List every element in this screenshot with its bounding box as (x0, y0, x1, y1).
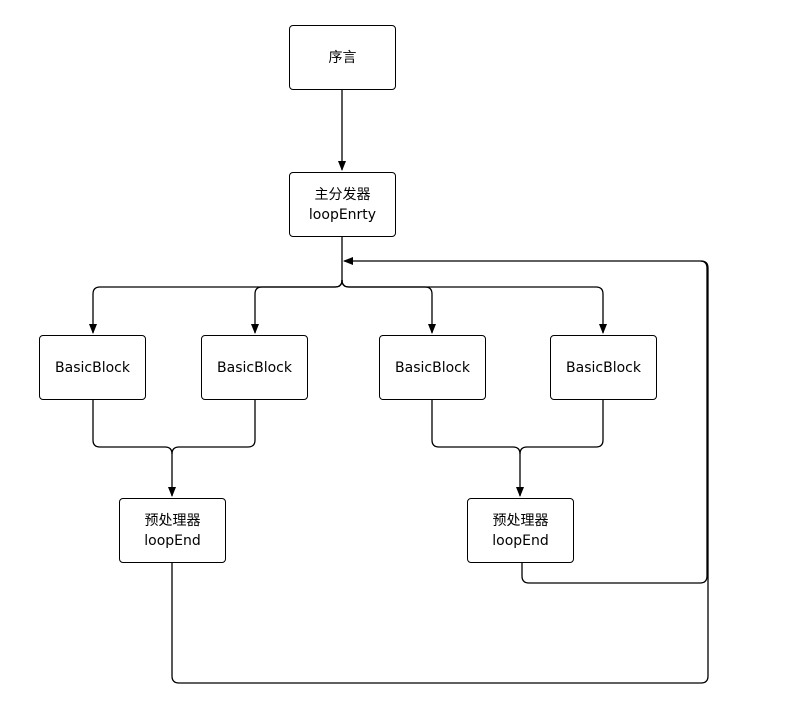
node-preprocessor-2-sublabel: loopEnd (492, 532, 549, 549)
edge-dispatcher-to-bb2 (251, 279, 343, 334)
edge-dispatcher-to-bb3 (341, 279, 436, 334)
node-basic-block-4-label: BasicBlock (566, 359, 641, 376)
node-basic-block-1-label: BasicBlock (55, 359, 130, 376)
node-preprocessor-1-sublabel: loopEnd (144, 532, 201, 549)
node-main-dispatcher-label: 主分发器 (314, 186, 371, 203)
edge-bb3-to-pre2 (431, 400, 524, 497)
node-basic-block-2-label: BasicBlock (217, 359, 292, 376)
node-preprocessor-1: 预处理器 loopEnd (119, 498, 226, 563)
node-main-dispatcher: 主分发器 loopEnrty (289, 172, 396, 237)
node-prologue: 序言 (289, 25, 396, 90)
edge-bb1-to-pre1 (92, 400, 176, 497)
node-basic-block-2: BasicBlock (201, 335, 308, 400)
node-prologue-label: 序言 (328, 49, 357, 66)
edge-pre1-loop-back (171, 260, 709, 684)
node-preprocessor-2-label: 预处理器 (492, 512, 549, 529)
node-basic-block-3-label: BasicBlock (395, 359, 470, 376)
node-main-dispatcher-sublabel: loopEnrty (308, 206, 377, 223)
node-basic-block-4: BasicBlock (550, 335, 657, 400)
node-preprocessor-1-label: 预处理器 (144, 512, 201, 529)
node-preprocessor-2: 预处理器 loopEnd (467, 498, 574, 563)
edge-dispatcher-to-bb1 (89, 237, 343, 334)
edge-bb2-to-pre1 (171, 400, 256, 455)
edge-bb4-to-pre2 (519, 400, 604, 455)
node-basic-block-3: BasicBlock (379, 335, 486, 400)
edge-dispatcher-to-bb4 (341, 279, 607, 334)
node-basic-block-1: BasicBlock (39, 335, 146, 400)
